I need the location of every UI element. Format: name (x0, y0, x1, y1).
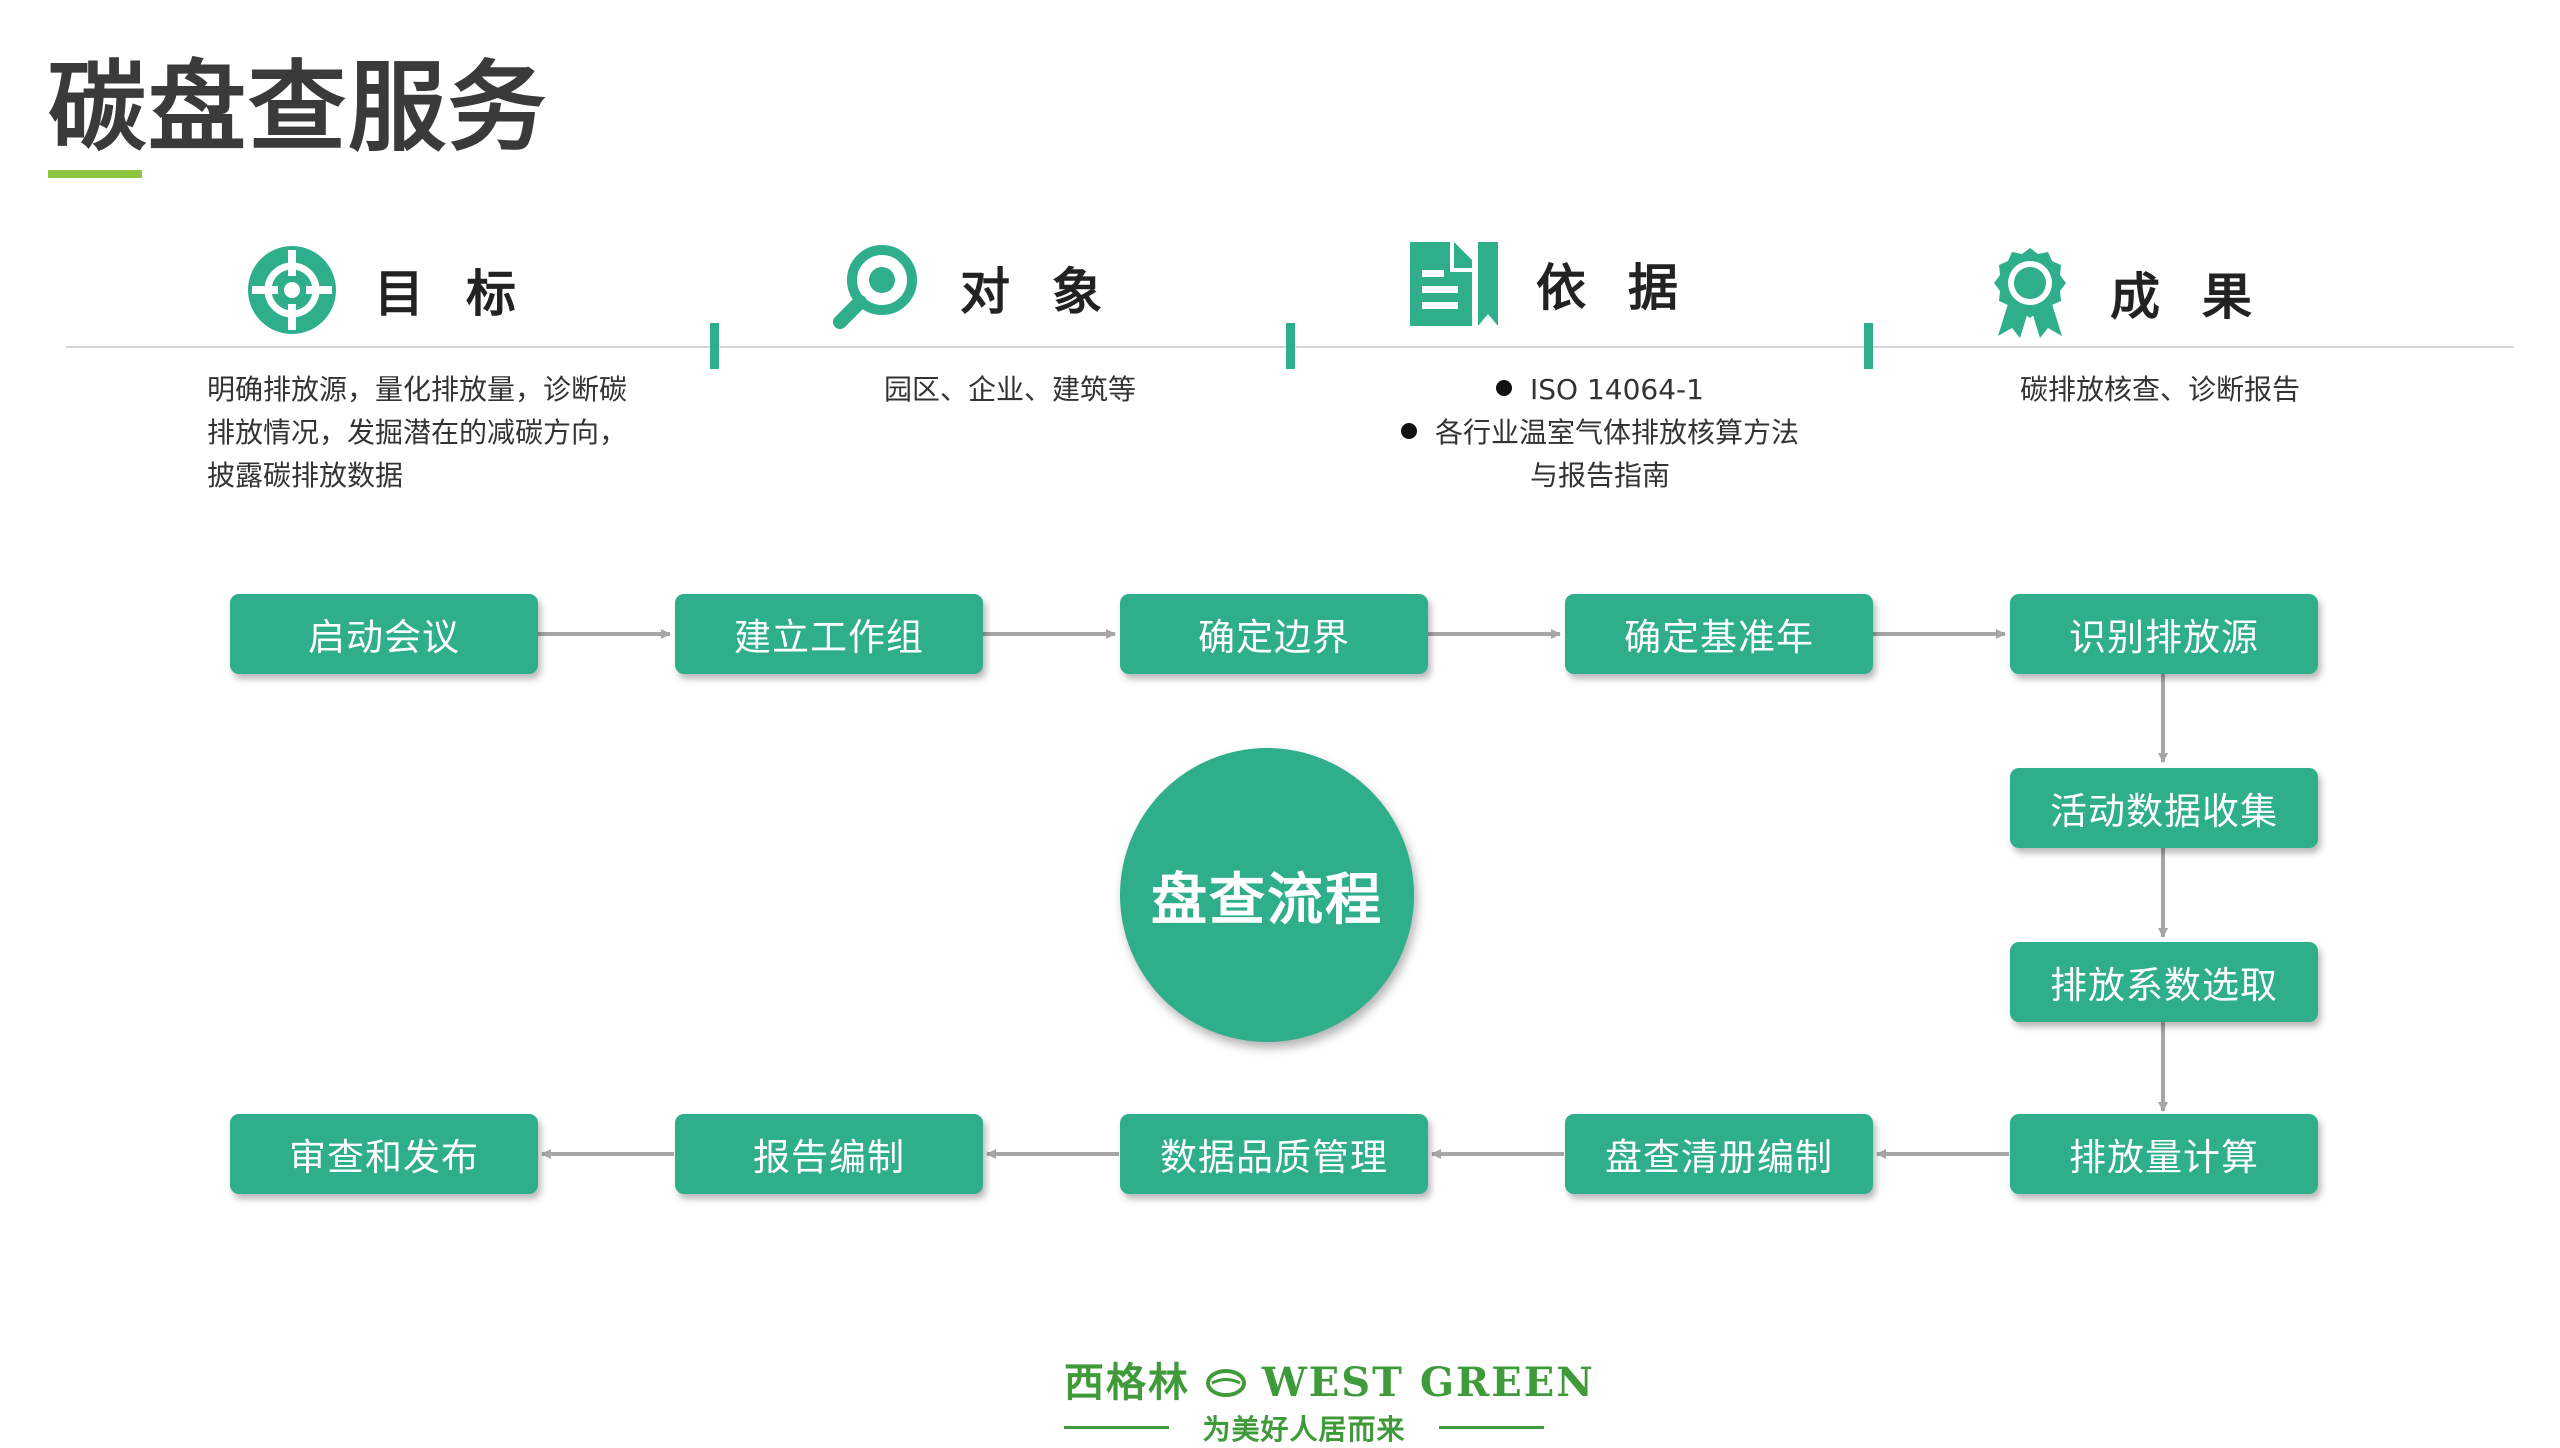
step-data-quality: 数据品质管理 (1120, 1114, 1428, 1194)
step-define-base-year: 确定基准年 (1565, 594, 1873, 674)
step-kickoff-meeting: 启动会议 (230, 594, 538, 674)
magnifier-icon (833, 245, 917, 329)
step-report-writing: 报告编制 (675, 1114, 983, 1194)
object-description: 园区、企业、建筑等 (800, 368, 1220, 411)
step-review-publish: 审查和发布 (230, 1114, 538, 1194)
column-head-basis: 依据 (1410, 242, 1720, 326)
column-label: 对象 (960, 263, 1144, 321)
column-head-object: 对象 (830, 242, 1144, 334)
column-label: 目标 (374, 265, 558, 323)
desc-line: 排放情况，发掘潜在的减碳方向， (207, 416, 628, 449)
column-head-goal: 目标 (248, 246, 558, 334)
desc-line: 披露碳排放数据 (207, 459, 404, 492)
step-emission-calculation: 排放量计算 (2010, 1114, 2318, 1194)
desc-line: 碳排放核查、诊断报告 (2019, 373, 2300, 406)
divider-tick (710, 323, 719, 369)
goal-description: 明确排放源，量化排放量，诊断碳 排放情况，发掘潜在的减碳方向， 披露碳排放数据 (207, 368, 677, 497)
list-item-continuation: 与报告指南 (1529, 459, 1670, 492)
step-identify-sources: 识别排放源 (2010, 594, 2318, 674)
title-underline (48, 170, 142, 178)
divider-tick (1286, 323, 1295, 369)
company-logo: 西格林 WEST GREEN 为美好人居而来 (1064, 1350, 1595, 1446)
step-emission-factors: 排放系数选取 (2010, 942, 2318, 1022)
desc-line: 园区、企业、建筑等 (883, 373, 1136, 406)
logo-rule (1439, 1426, 1544, 1429)
list-item: ISO 14064-1 (1340, 368, 1860, 411)
step-form-working-group: 建立工作组 (675, 594, 983, 674)
desc-line: 明确排放源，量化排放量，诊断碳 (207, 373, 628, 406)
column-head-result: 成果 (1988, 248, 2294, 338)
page-title: 碳盘查服务 (48, 51, 549, 165)
bullet-icon (1496, 380, 1513, 396)
column-label: 成果 (2110, 268, 2294, 326)
leaf-icon (1205, 1369, 1246, 1397)
step-define-boundary: 确定边界 (1120, 594, 1428, 674)
award-badge-icon (1994, 248, 2066, 338)
process-center-label: 盘查流程 (1120, 748, 1414, 1042)
divider-tick (1864, 323, 1873, 369)
step-activity-data: 活动数据收集 (2010, 768, 2318, 848)
bullet-icon (1400, 423, 1417, 439)
target-icon (248, 246, 336, 334)
document-icon (1410, 242, 1498, 326)
logo-brand: 西格林 WEST GREEN (1064, 1359, 1595, 1406)
column-label: 依据 (1536, 259, 1720, 317)
basis-description: ISO 14064-1 各行业温室气体排放核算方法 与报告指南 (1340, 368, 1860, 497)
result-description: 碳排放核查、诊断报告 (1920, 368, 2400, 411)
list-item: 各行业温室气体排放核算方法 (1340, 411, 1860, 454)
step-inventory-compilation: 盘查清册编制 (1565, 1114, 1873, 1194)
logo-rule (1064, 1426, 1169, 1429)
